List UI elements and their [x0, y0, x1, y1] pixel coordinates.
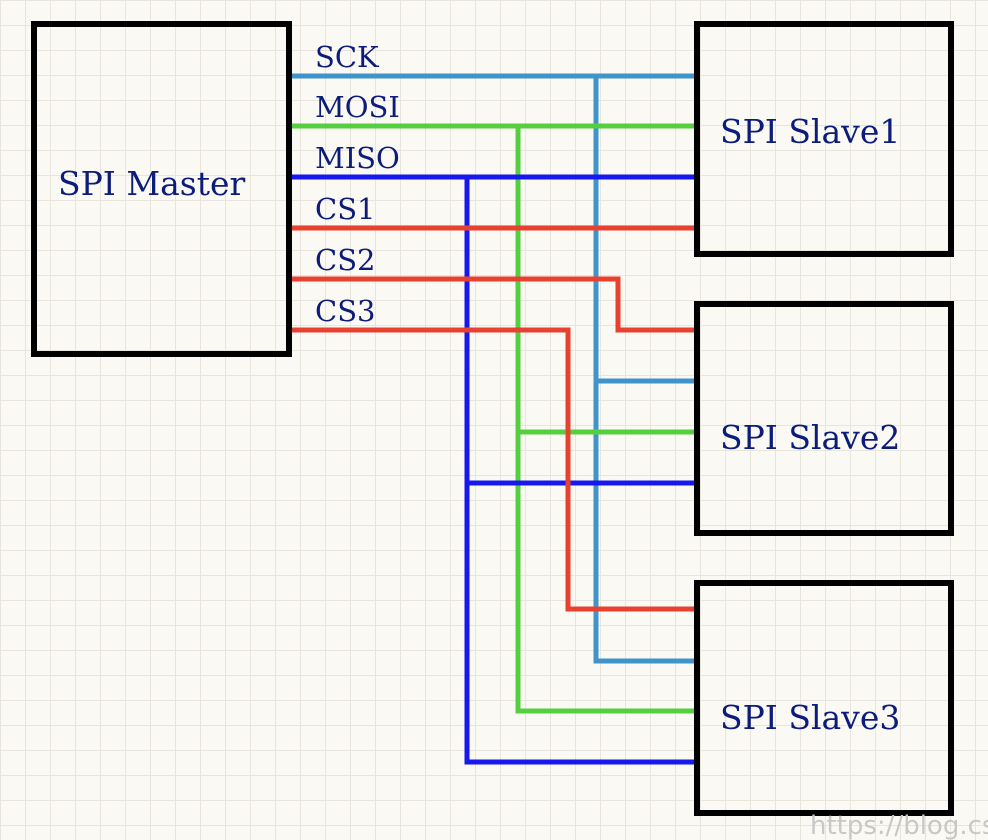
slave3-box: [694, 580, 954, 816]
miso-label: MISO: [315, 141, 400, 175]
cs3-line: [288, 327, 697, 612]
master-box: [31, 21, 292, 357]
cs2-label: CS2: [315, 243, 376, 277]
slave3-label: SPI Slave3: [720, 698, 900, 737]
cs3-label: CS3: [315, 294, 376, 328]
slave1-box: [694, 21, 954, 257]
spi-master-block: SPI Master: [31, 21, 292, 357]
cs2-line: [288, 276, 697, 333]
spi-slave3-block: SPI Slave3: [694, 580, 954, 816]
mosi-wires: [288, 123, 697, 714]
signal-labels: SCK MOSI MISO CS1 CS2 CS3: [315, 40, 400, 328]
sck-wires: [288, 73, 697, 664]
slave1-label: SPI Slave1: [720, 112, 900, 151]
sck-label: SCK: [315, 40, 380, 74]
mosi-label: MOSI: [315, 90, 400, 124]
master-label: SPI Master: [58, 164, 246, 203]
spi-slave2-block: SPI Slave2: [694, 301, 954, 536]
spi-slave1-block: SPI Slave1: [694, 21, 954, 257]
watermark-text: https://blog.cs: [810, 811, 988, 840]
cs-wires: [288, 225, 697, 612]
slave2-label: SPI Slave2: [720, 418, 900, 457]
miso-wires: [288, 174, 697, 765]
slave2-box: [694, 301, 954, 536]
cs1-label: CS1: [315, 192, 376, 226]
